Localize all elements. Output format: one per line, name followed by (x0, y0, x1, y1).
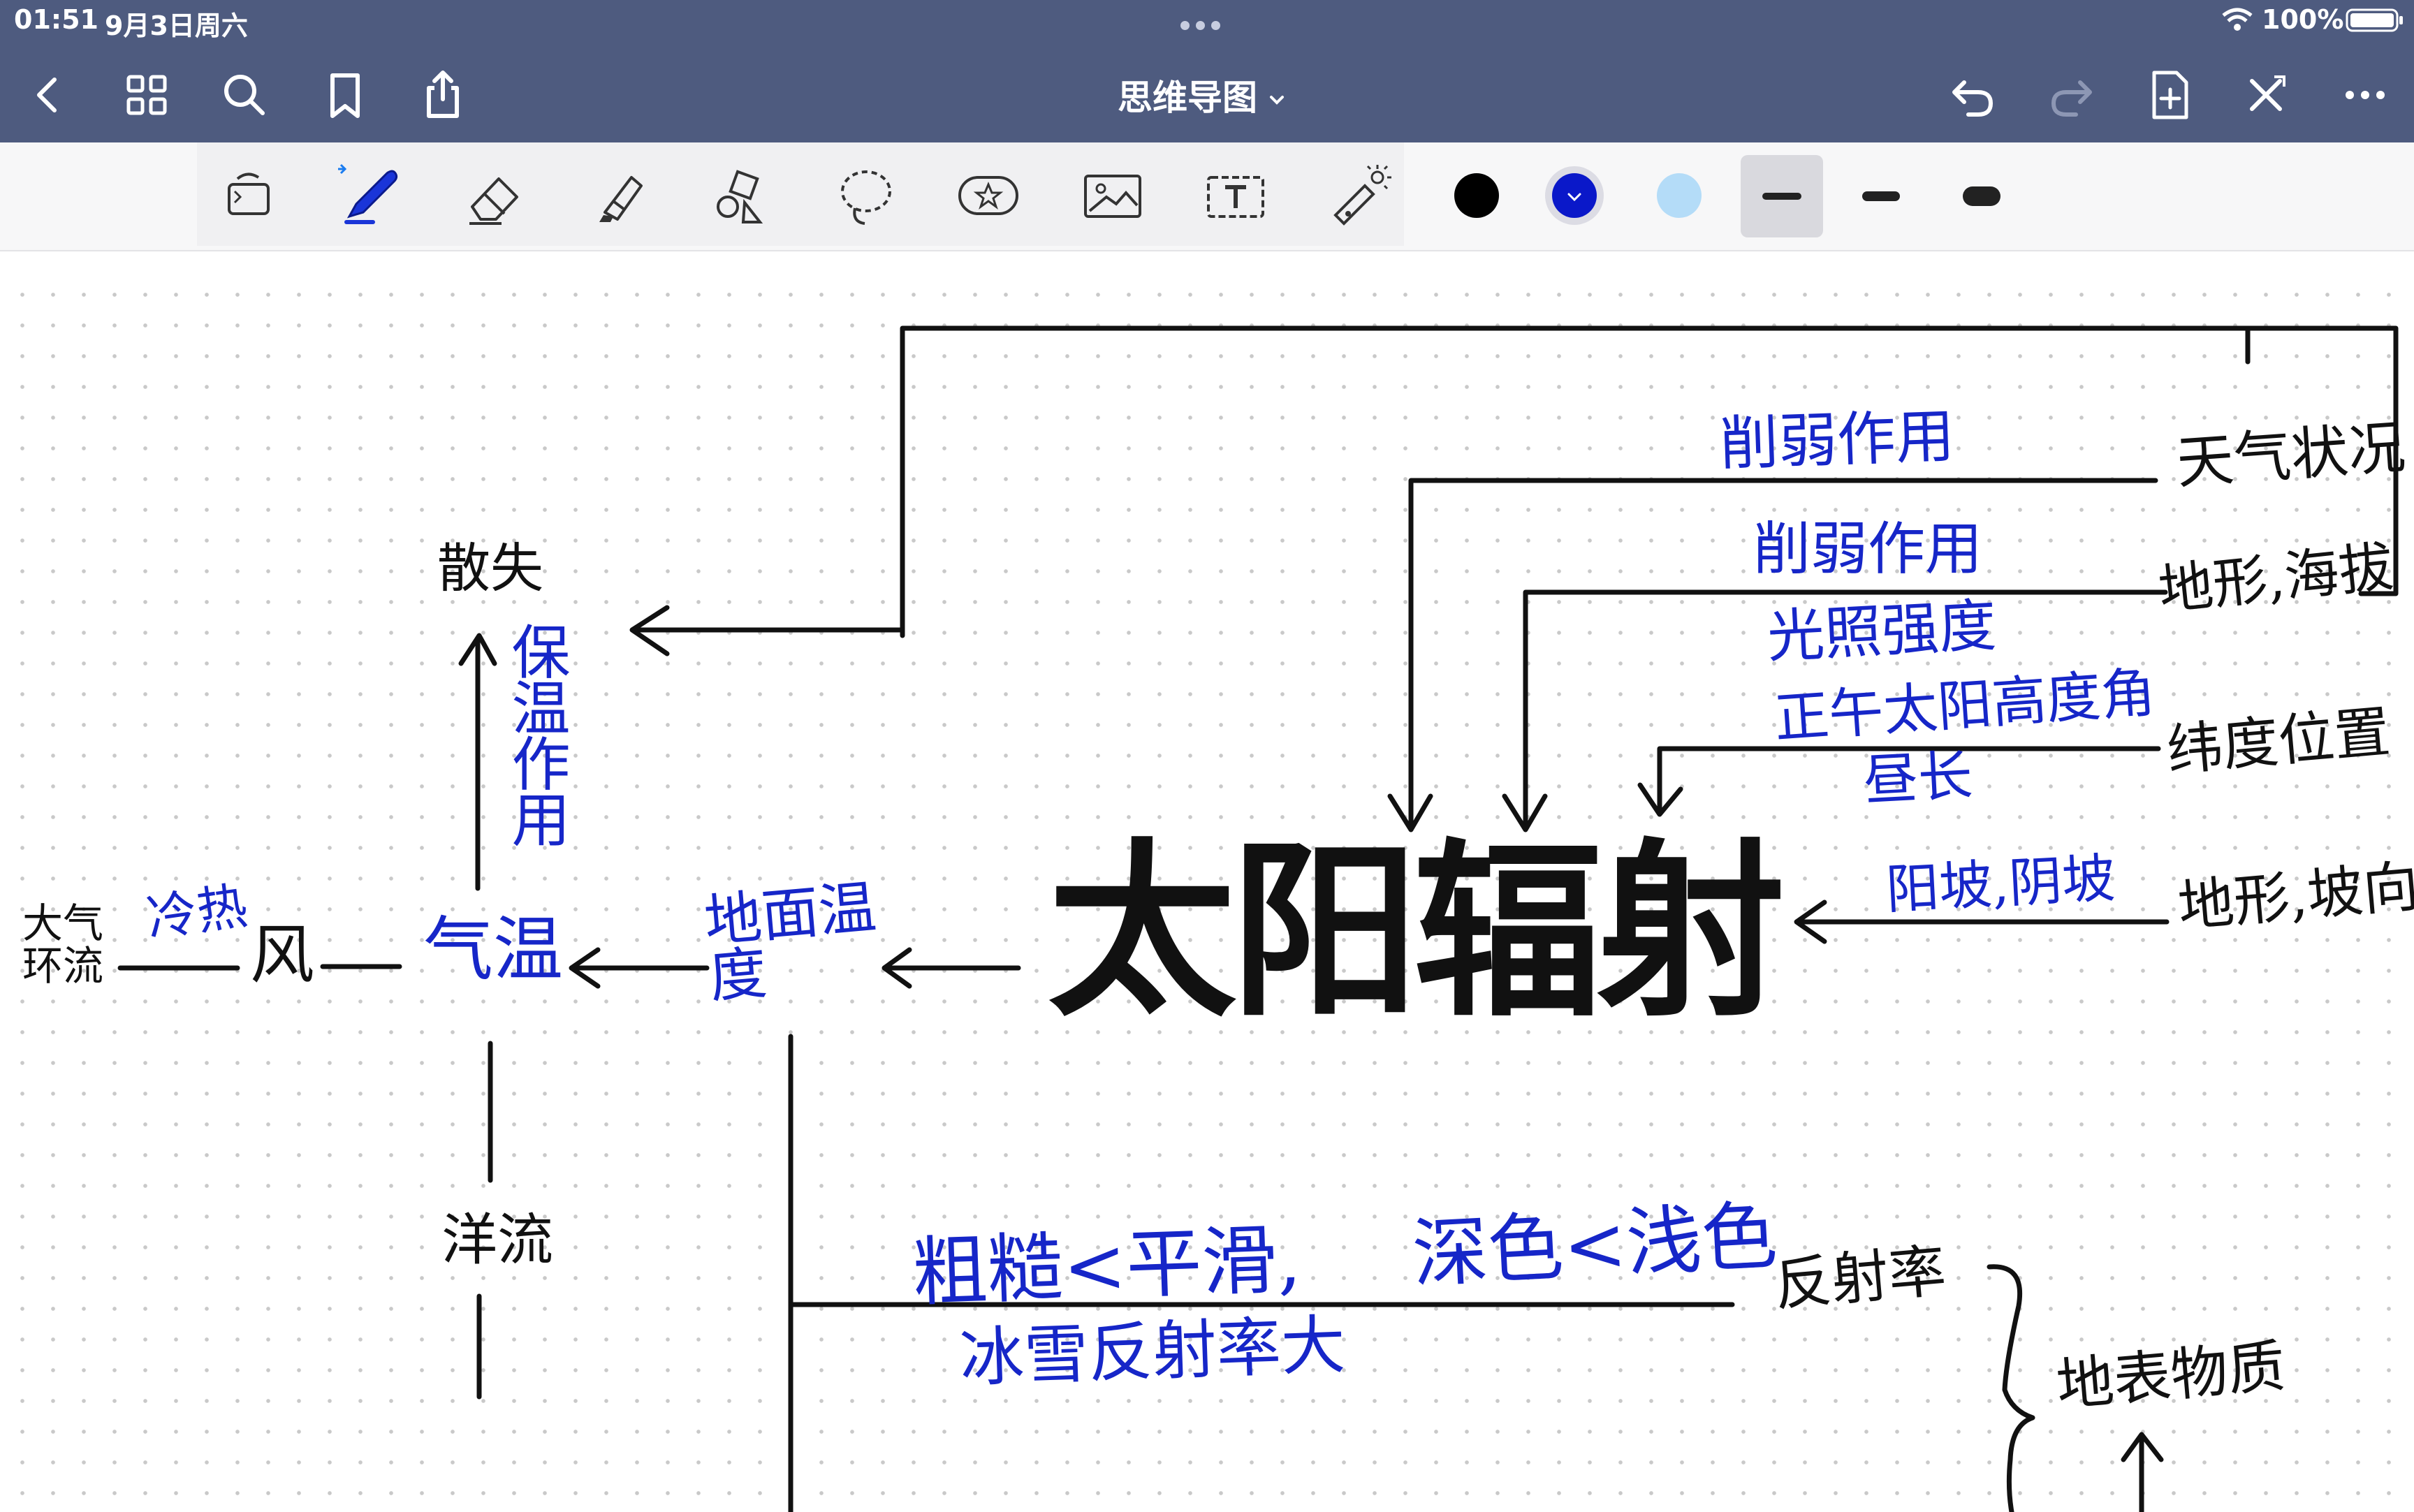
status-date: 9月3日周六 (105, 10, 248, 41)
undo-icon[interactable] (1943, 66, 2002, 124)
color-blue-swatch[interactable] (1545, 166, 1604, 225)
search-icon[interactable] (215, 66, 274, 124)
chevron-down-icon (1566, 191, 1583, 205)
back-icon[interactable] (18, 66, 77, 124)
top-bar: 01:51 9月3日周六 100% 思维导图 (0, 0, 2414, 142)
day-length-label: 昼长 (1861, 744, 1975, 814)
close-x-icon[interactable] (2237, 66, 2295, 124)
text-tool[interactable] (1197, 158, 1274, 235)
stroke-thin-option[interactable] (1741, 155, 1823, 237)
status-time: 01:51 (14, 4, 98, 35)
stroke-medium-option[interactable] (1840, 155, 1922, 237)
dissipate-node: 散失 (437, 537, 543, 599)
tool-panel (197, 142, 1404, 246)
dark-light-color-label: 深色<浅色 (1410, 1192, 1780, 1299)
bookmark-icon[interactable] (316, 66, 374, 124)
sticker-tool[interactable] (950, 158, 1027, 235)
more-icon[interactable] (2336, 66, 2394, 124)
insulation-label: 保温作用 (502, 622, 571, 845)
share-icon[interactable] (414, 66, 472, 124)
albedo-node: 反射率 (1771, 1238, 1949, 1319)
multitask-handle[interactable] (1180, 21, 1220, 30)
title-text: 思维导图 (1118, 78, 1257, 118)
sunny-shady-slope-label: 阳坡,阴坡 (1884, 846, 2117, 921)
eraser-tool[interactable] (455, 158, 532, 235)
snow-ice-albedo-label: 冰雪反射率大 (958, 1307, 1347, 1396)
rough-smooth-label: 粗糙<平滑, (910, 1216, 1303, 1317)
wind-node: 风 (250, 918, 315, 992)
weaken-effect-label-1: 削弱作用 (1718, 402, 1956, 478)
sunlight-strength-label: 光照强度 (1765, 592, 1998, 671)
stroke-thick-option[interactable] (1940, 155, 2023, 237)
ocean-current-node: 洋流 (441, 1208, 553, 1272)
atmos-circulation-node: 大气环流 (22, 900, 104, 990)
laser-pointer-tool[interactable] (1320, 158, 1397, 235)
color-light-blue-swatch[interactable] (1657, 173, 1702, 218)
chevron-down-icon (1267, 75, 1287, 115)
shapes-tool[interactable] (703, 158, 780, 235)
document-title[interactable]: 思维导图 (1118, 67, 1299, 123)
battery-percent: 100% (2262, 4, 2344, 35)
highlighter-tool[interactable] (580, 158, 657, 235)
add-page-icon[interactable] (2140, 66, 2199, 124)
color-black-swatch[interactable] (1454, 173, 1499, 218)
weather-node: 天气状况 (2174, 414, 2408, 497)
redo-icon[interactable] (2042, 66, 2101, 124)
tool-bar (0, 142, 2414, 251)
grid-icon[interactable] (117, 66, 176, 124)
center-node: 太阳辐射 (1048, 820, 1785, 1042)
lasso-tool[interactable] (827, 158, 904, 235)
weaken-effect-label-2: 削弱作用 (1753, 516, 1983, 582)
wifi-icon (2221, 7, 2253, 32)
ground-temperature-node: 地面温度 (701, 874, 879, 1011)
rotate-tool[interactable] (210, 158, 286, 235)
cold-heat-label: 冷热 (142, 876, 251, 948)
mindmap-connectors (117, 325, 2399, 1512)
battery-icon (2346, 8, 2404, 33)
image-tool[interactable] (1074, 158, 1151, 235)
notebook-canvas[interactable]: 太阳辐射 地面温度 气温 风 大气环流 冷热 洋流 散失 保温作用 天气状况 削… (0, 272, 2414, 1512)
pen-tool[interactable] (331, 158, 408, 235)
air-temperature-node: 气温 (423, 909, 563, 990)
